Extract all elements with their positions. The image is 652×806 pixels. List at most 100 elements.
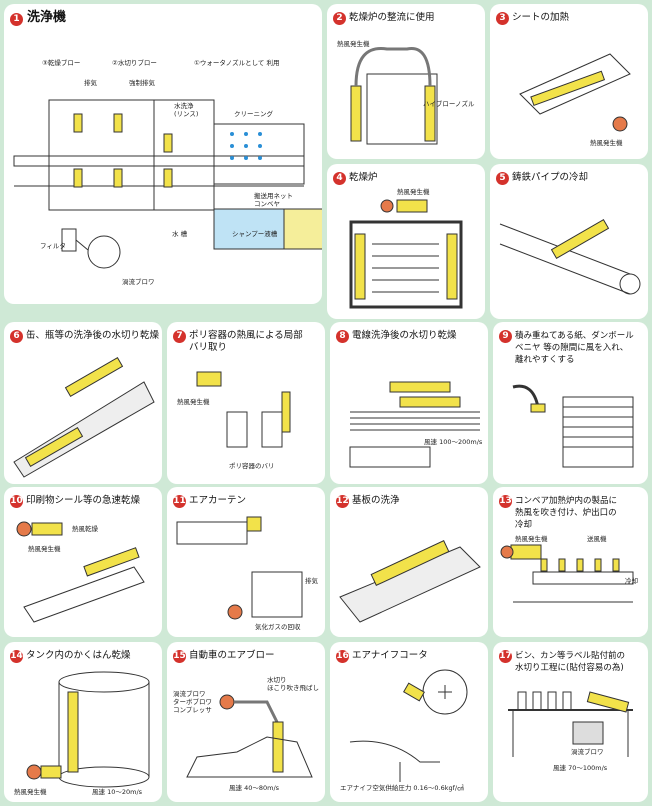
panel-can-drying: 6 缶、瓶等の洗浄後の水切り乾燥 — [4, 322, 162, 484]
panel-air-curtain: 11 エアカーテン 排気 気化ガスの回収 — [167, 487, 325, 637]
panel-pipe-cooling: 5 鋳鉄パイプの冷却 — [490, 164, 648, 319]
label-speed: 風速 40～80m/s — [229, 784, 280, 792]
label-heater: 熱風発生機 — [337, 40, 370, 48]
panel-print-drying: 10 印刷物シール等の急速乾燥 熱風乾燥 熱風発生機 — [4, 487, 162, 637]
panel-title: 積み重ねてある紙、ダンボール ベニヤ 等の隙間に風を入れ、 離れやすくする — [515, 331, 634, 365]
panel-label-drain: 17 ビン、カン等ラベル貼付前の 水切り工程に(貼付容易の為) 渦流ブロワ 風速… — [493, 642, 648, 802]
label-blower: 送風機 — [587, 535, 607, 543]
label-speed: 風速 100～200m/s — [424, 438, 483, 446]
label-exhaust: 排気 — [305, 577, 318, 585]
conveyor-furnace-diagram — [500, 544, 634, 603]
panel-number: 4 — [333, 172, 346, 185]
panel-car-blow: 15 自動車のエアブロー 水切り ほこり吹き飛ばし 渦流ブロワ ターボブロワ コ… — [167, 642, 325, 802]
panel-air-knife-coater: 16 エアナイフコータ エアナイフ空気供給圧力 0.16～0.6kgf/㎠ — [330, 642, 488, 802]
poly-deburr-diagram — [196, 371, 291, 448]
label-drain-diagram — [508, 691, 633, 757]
panel-number: 12 — [336, 495, 349, 508]
label-burr: ポリ容器のバリ — [229, 462, 275, 470]
panel-number: 8 — [336, 330, 349, 343]
panel-board-cleaning: 12 基板の洗浄 — [330, 487, 488, 637]
label-forced-exhaust: 強制排気 — [129, 79, 155, 87]
panel-drying-oven: 4 乾燥炉 熱風発生機 — [327, 164, 485, 319]
label-cooling: 冷却 — [625, 577, 638, 585]
panel-number: 15 — [173, 650, 186, 663]
label-heater: 熱風発生機 — [14, 788, 47, 796]
panel-number: 11 — [173, 495, 186, 508]
label-blower: 渦流ブロワ — [571, 748, 604, 756]
panel-paper-separation: 9 積み重ねてある紙、ダンボール ベニヤ 等の隙間に風を入れ、 離れやすくする — [493, 322, 648, 484]
label-speed: 風速 70～100m/s — [553, 764, 608, 772]
pipe-cooling-diagram — [499, 218, 641, 295]
panel-dryer-rectification: 2 乾燥炉の整流に使用 熱風発生機 ハイブローノズル — [327, 4, 485, 159]
board-cleaning-diagram — [339, 539, 481, 623]
panel-title: シートの加熱 — [512, 12, 570, 23]
panel-number: 3 — [496, 12, 509, 25]
tank-drying-diagram — [26, 671, 150, 788]
dryer-diagram — [350, 46, 438, 145]
panel-tank-drying: 14 タンク内のかくはん乾燥 熱風発生機 風速 10～20m/s — [4, 642, 162, 802]
panel-number: 17 — [499, 650, 512, 663]
label-speed: 風速 10～20m/s — [92, 788, 143, 796]
panel-number: 10 — [10, 495, 23, 508]
panel-title: 乾燥炉 — [349, 172, 378, 183]
label-drain-blow: ②水切りブロー — [112, 59, 157, 67]
panel-title: タンク内のかくはん乾燥 — [26, 650, 131, 661]
label-exhaust: 排気 — [84, 79, 97, 87]
label-blowers: 渦流ブロワ ターボブロワ コンプレッサ — [173, 690, 212, 714]
panel-title: 電線洗浄後の水切り乾燥 — [352, 330, 457, 341]
label-filter: フィルタ — [40, 242, 66, 250]
panel-number: 5 — [496, 172, 509, 185]
panel-number: 16 — [336, 650, 349, 663]
panel-number: 7 — [173, 330, 186, 343]
panel-wire-drying: 8 電線洗浄後の水切り乾燥 風速 100～200m/s — [330, 322, 488, 484]
label-water-nozzle: ①ウォータノズルとして 利用 — [194, 59, 280, 67]
label-drain: 水切り ほこり吹き飛ばし — [267, 676, 319, 692]
panel-number: 14 — [10, 650, 23, 663]
panel-title: 自動車のエアブロー — [189, 650, 275, 661]
paper-separation-diagram — [512, 384, 634, 468]
label-heater: 熱風発生機 — [177, 398, 210, 406]
wire-drying-diagram — [349, 381, 480, 468]
air-curtain-diagram — [176, 516, 303, 620]
panel-title: 乾燥炉の整流に使用 — [349, 12, 435, 23]
print-drying-diagram — [16, 521, 145, 623]
panel-title: 印刷物シール等の急速乾燥 — [26, 495, 141, 506]
label-conveyor: 搬送用ネット コンベヤ — [254, 192, 293, 208]
panel-title: 洗浄機 — [27, 10, 67, 25]
panel-number: 9 — [499, 330, 512, 343]
label-drying-blow: ③乾燥ブロー — [42, 59, 81, 67]
label-cleaning: クリーニング — [234, 110, 273, 118]
label-heater: 熱風発生機 — [515, 535, 548, 543]
label-nozzle: ハイブローノズル — [423, 100, 475, 108]
label-heater: 熱風発生機 — [28, 545, 61, 553]
panel-title: エアナイフコータ — [352, 650, 428, 661]
can-drying-diagram — [13, 356, 155, 478]
panel-title: ポリ容器の熱風による局部 バリ取り — [189, 330, 303, 353]
panel-title: ビン、カン等ラベル貼付前の 水切り工程に(貼付容易の為) — [515, 651, 625, 673]
panel-title: 鋳鉄パイプの冷却 — [512, 172, 589, 183]
panel-number: 13 — [499, 495, 512, 508]
drying-oven-diagram — [349, 199, 463, 309]
panel-title: エアカーテン — [189, 495, 247, 506]
panel-number: 1 — [10, 13, 23, 26]
panel-poly-deburr: 7 ポリ容器の熱風による局部 バリ取り 熱風発生機 ポリ容器のバリ — [167, 322, 325, 484]
panel-title: コンベア加熱炉内の製品に 熱風を吹き付け、炉出口の 冷却 — [515, 496, 618, 530]
washing-machine-diagram — [13, 99, 322, 269]
label-gas-recovery: 気化ガスの回収 — [255, 623, 301, 631]
label-pressure: エアナイフ空気供給圧力 0.16～0.6kgf/㎠ — [340, 784, 464, 792]
label-heat-dry: 熱風乾燥 — [72, 525, 98, 533]
panel-washing-machine: 1 洗浄機 ③乾燥ブロー ②水切りブロー ①ウォータノズルとして 利用 排気 強… — [4, 4, 322, 304]
label-rinse: 水洗浄 (リンス) — [174, 102, 199, 118]
air-knife-coater-diagram — [349, 669, 468, 782]
car-blow-diagram — [186, 694, 313, 778]
label-water-tank: 水 槽 — [172, 230, 188, 238]
panel-number: 2 — [333, 12, 346, 25]
label-heater: 熱風発生機 — [397, 188, 430, 196]
sheet-heating-diagram — [519, 53, 631, 132]
panel-conveyor-furnace: 13 コンベア加熱炉内の製品に 熱風を吹き付け、炉出口の 冷却 熱風発生機 送風… — [493, 487, 648, 637]
label-heater: 熱風発生機 — [590, 139, 623, 147]
panel-sheet-heating: 3 シートの加熱 熱風発生機 — [490, 4, 648, 159]
panel-title: 缶、瓶等の洗浄後の水切り乾燥 — [26, 330, 160, 341]
label-vortex-blower: 渦流ブロワ — [122, 278, 155, 286]
label-shampoo-tank: シャンプー液槽 — [232, 230, 278, 238]
